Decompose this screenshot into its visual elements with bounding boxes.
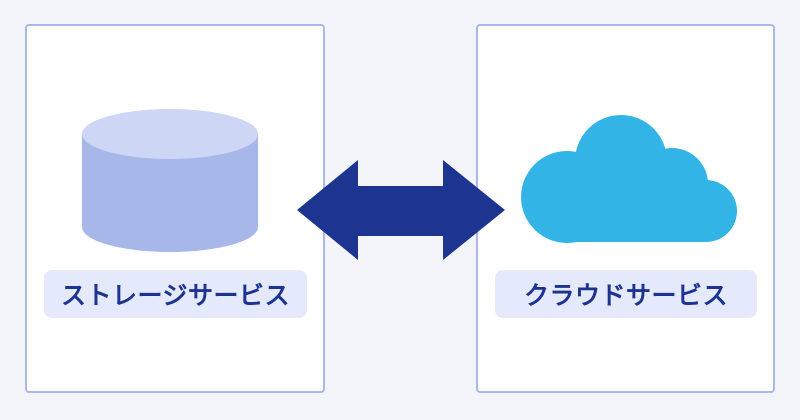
cloud-icon [521, 115, 737, 243]
cylinder-top [82, 109, 258, 159]
cloud-service-label: クラウドサービス [495, 270, 757, 318]
arrow-shape [297, 160, 505, 260]
storage-service-label: ストレージサービス [44, 270, 307, 318]
database-cylinder-icon [82, 109, 258, 252]
cylinder-body [82, 134, 258, 252]
bidirectional-arrow-icon [297, 160, 505, 260]
